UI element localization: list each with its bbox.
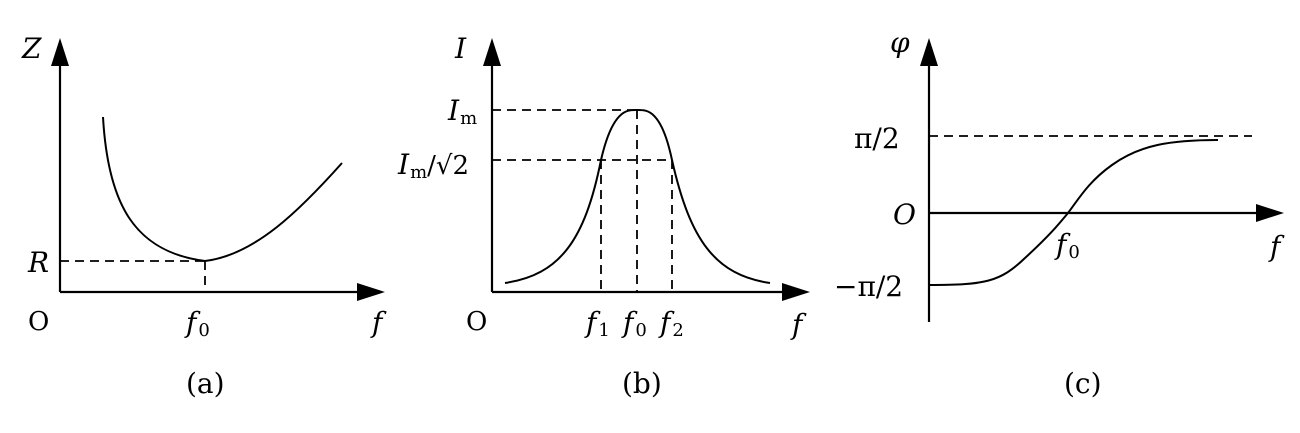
panel-b-half-label: Im/√2 bbox=[397, 148, 469, 183]
panel-c-pi2-label: π/2 bbox=[854, 122, 900, 155]
panel-b-y-arrow bbox=[483, 38, 501, 66]
panel-a-x-arrow bbox=[357, 283, 385, 301]
panel-c-y-arrow bbox=[920, 38, 938, 66]
panel-b-origin-label: O bbox=[466, 307, 487, 337]
panel-b-im-label: Im bbox=[447, 94, 477, 129]
panel-c-phase-curve bbox=[928, 139, 1219, 286]
panel-b-x-arrow bbox=[782, 283, 810, 301]
panel-b-y-label: I bbox=[454, 32, 467, 65]
panel-a-r-label: R bbox=[27, 246, 49, 279]
panel-c-origin-label: O bbox=[893, 198, 916, 231]
panel-c-caption: (c) bbox=[1064, 367, 1102, 400]
panel-a-impedance-curve bbox=[102, 116, 343, 263]
panel-a-caption: (a) bbox=[186, 367, 225, 400]
panel-c-y-label: φ bbox=[890, 26, 910, 59]
panel-c-x-arrow bbox=[1256, 204, 1284, 222]
panel-b-x-label: f bbox=[790, 308, 807, 341]
panel-a-y-label: Z bbox=[21, 32, 42, 65]
panel-b-current-curve bbox=[504, 108, 771, 284]
panel-c-x-label: f bbox=[1268, 230, 1285, 263]
panel-c-neg-pi2-label: −π/2 bbox=[834, 270, 903, 303]
panel-a-y-arrow bbox=[51, 38, 69, 66]
panel-a-origin-label: O bbox=[28, 307, 49, 337]
panel-a-x-label: f bbox=[370, 306, 387, 339]
panel-b-caption: (b) bbox=[622, 367, 662, 400]
